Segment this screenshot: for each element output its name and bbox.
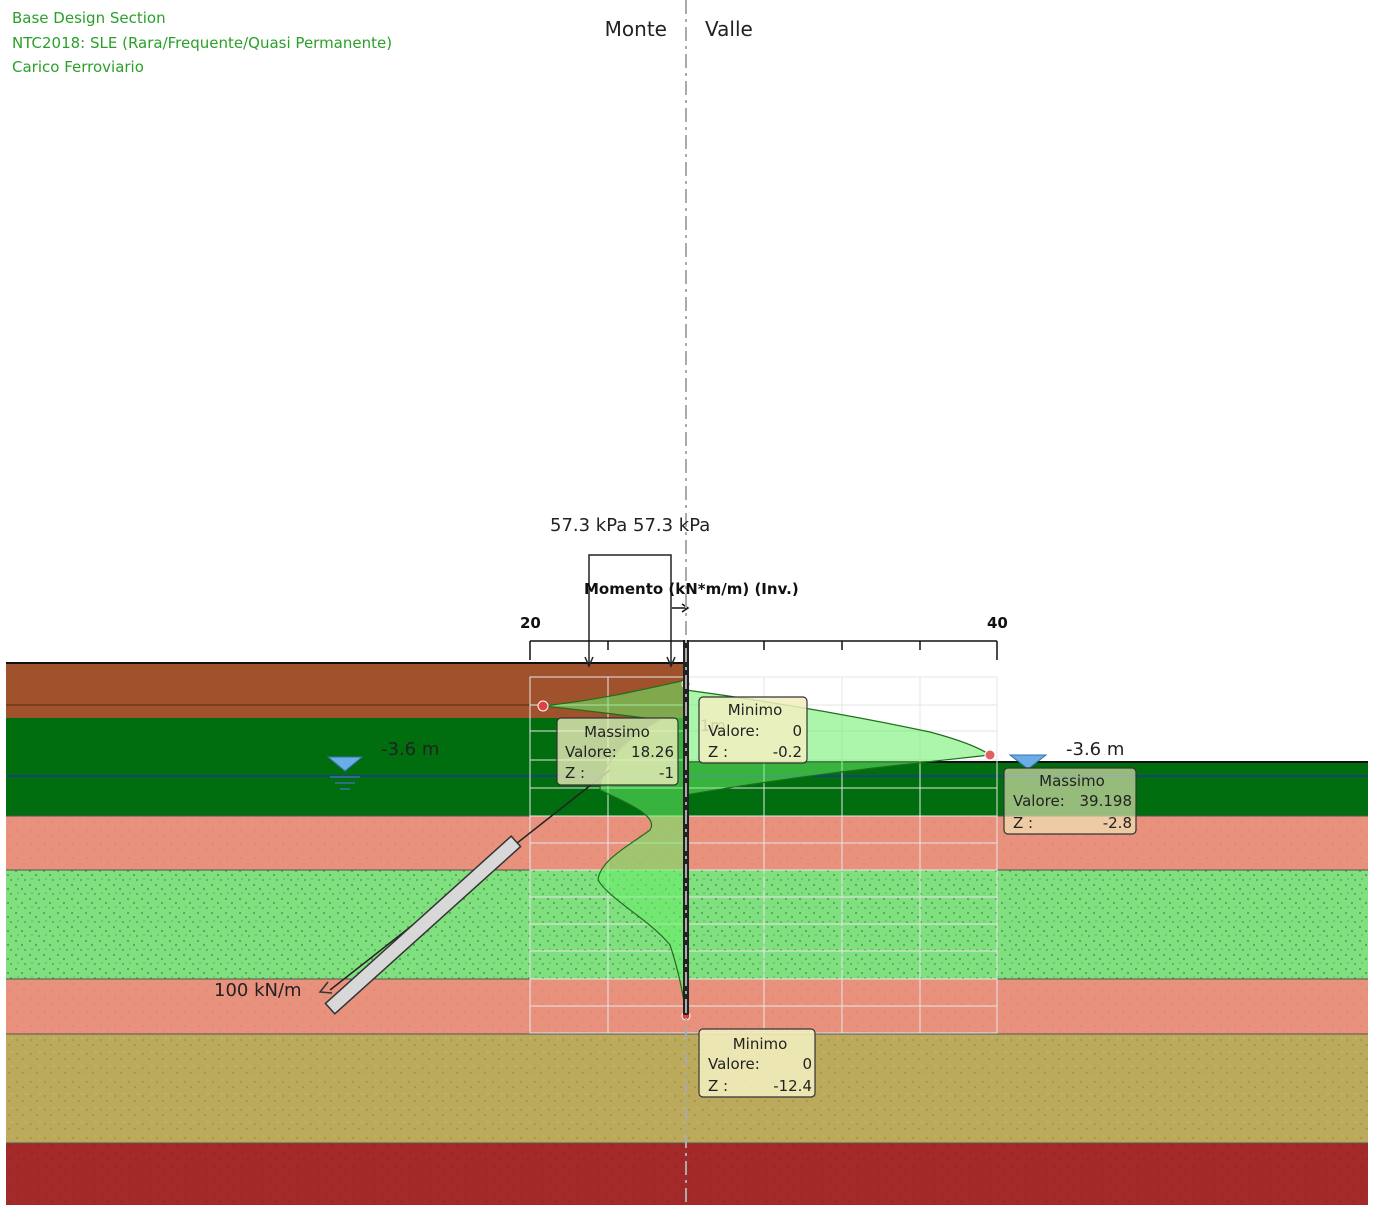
tooltip-value-label: Valore: [1013, 792, 1065, 810]
tooltip-value: 0 [802, 1055, 812, 1073]
tooltip-value: 18.26 [631, 743, 674, 761]
tooltip-z-value: -0.2 [773, 743, 802, 761]
code-combination: NTC2018: SLE (Rara/Frequente/Quasi Perma… [12, 33, 393, 52]
surcharge-load [584, 554, 676, 668]
tooltip-value-label: Valore: [708, 1055, 760, 1073]
tooltip-max-right[interactable]: Massimo Valore: 39.198 Z : -2.8 [1003, 767, 1137, 835]
water-level-right-label: -3.6 m [1066, 739, 1124, 760]
tooltip-min-bottom[interactable]: Minimo Valore: 0 Z : -12.4 [698, 1028, 816, 1098]
water-level-left [326, 756, 364, 790]
tooltip-z-value: -1 [659, 764, 674, 782]
tooltip-value: 0 [792, 722, 802, 740]
tooltip-value-label: Valore: [708, 722, 760, 740]
tooltip-z-label: Z : [1013, 814, 1033, 832]
tooltip-z-label: Z : [708, 1077, 728, 1095]
header: Base Design Section NTC2018: SLE (Rara/F… [12, 6, 392, 80]
water-level-right [1008, 754, 1048, 770]
tooltip-title: Massimo [584, 723, 650, 741]
tooltip-value-label: Valore: [565, 743, 617, 761]
tooltip-min-top[interactable]: Minimo Valore: 0 Z : -0.2 [698, 696, 808, 764]
tooltip-max-left[interactable]: Massimo Valore: 18.26 Z : -1 [556, 717, 679, 786]
tooltip-z-label: Z : [565, 764, 585, 782]
tooltip-title: Minimo [728, 701, 783, 719]
anchor-bulb [324, 835, 522, 1015]
diaphragm-wall[interactable] [683, 640, 689, 1015]
tooltip-title: Massimo [1039, 772, 1105, 790]
surcharge-right-value: 57.3 kPa [633, 515, 710, 536]
water-level-left-label: -3.6 m [381, 739, 439, 760]
axis-tick-right: 40 [987, 614, 1008, 632]
axis-title: Momento (kN*m/m) (Inv.) [584, 580, 799, 598]
diagram-point[interactable] [537, 700, 549, 712]
tooltip-z-label: Z : [708, 743, 728, 761]
tooltip-value: 39.198 [1080, 792, 1133, 810]
axis-tick-left: 20 [520, 614, 541, 632]
tooltip-z-value: -12.4 [773, 1077, 812, 1095]
anchor[interactable] [318, 769, 611, 1015]
section-title: Base Design Section [12, 9, 166, 27]
anchor-load-arrow [318, 981, 333, 994]
moment-axis [529, 603, 998, 660]
surcharge-left-value: 57.3 kPa [550, 515, 627, 536]
side-label-monte: Monte [605, 17, 667, 41]
load-case: Carico Ferroviario [12, 58, 144, 76]
diagram-point[interactable] [984, 749, 996, 761]
side-label-valle: Valle [705, 17, 753, 41]
anchor-load-label: 100 kN/m [214, 980, 302, 1001]
tooltip-z-value: -2.8 [1103, 814, 1132, 832]
tooltip-title: Minimo [733, 1035, 788, 1053]
